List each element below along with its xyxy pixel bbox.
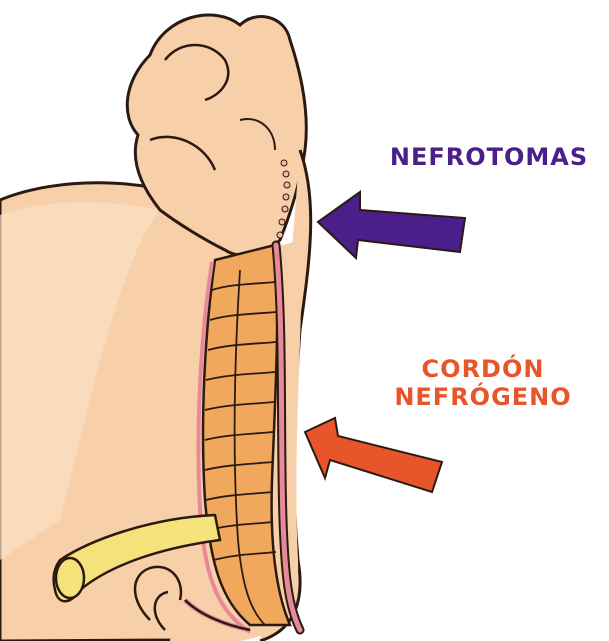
cordon-arrow — [305, 418, 442, 492]
cordon-label-line2: NEFRÓGENO — [372, 384, 594, 412]
cordon-label-line1: CORDÓN — [372, 356, 594, 384]
nefrotomas-label: NEFROTOMAS — [378, 144, 600, 172]
yolk-stalk-end — [56, 558, 84, 598]
nefrotomas-arrow — [318, 192, 465, 258]
cordon-nefrogeno-label: CORDÓN NEFRÓGENO — [372, 356, 594, 411]
